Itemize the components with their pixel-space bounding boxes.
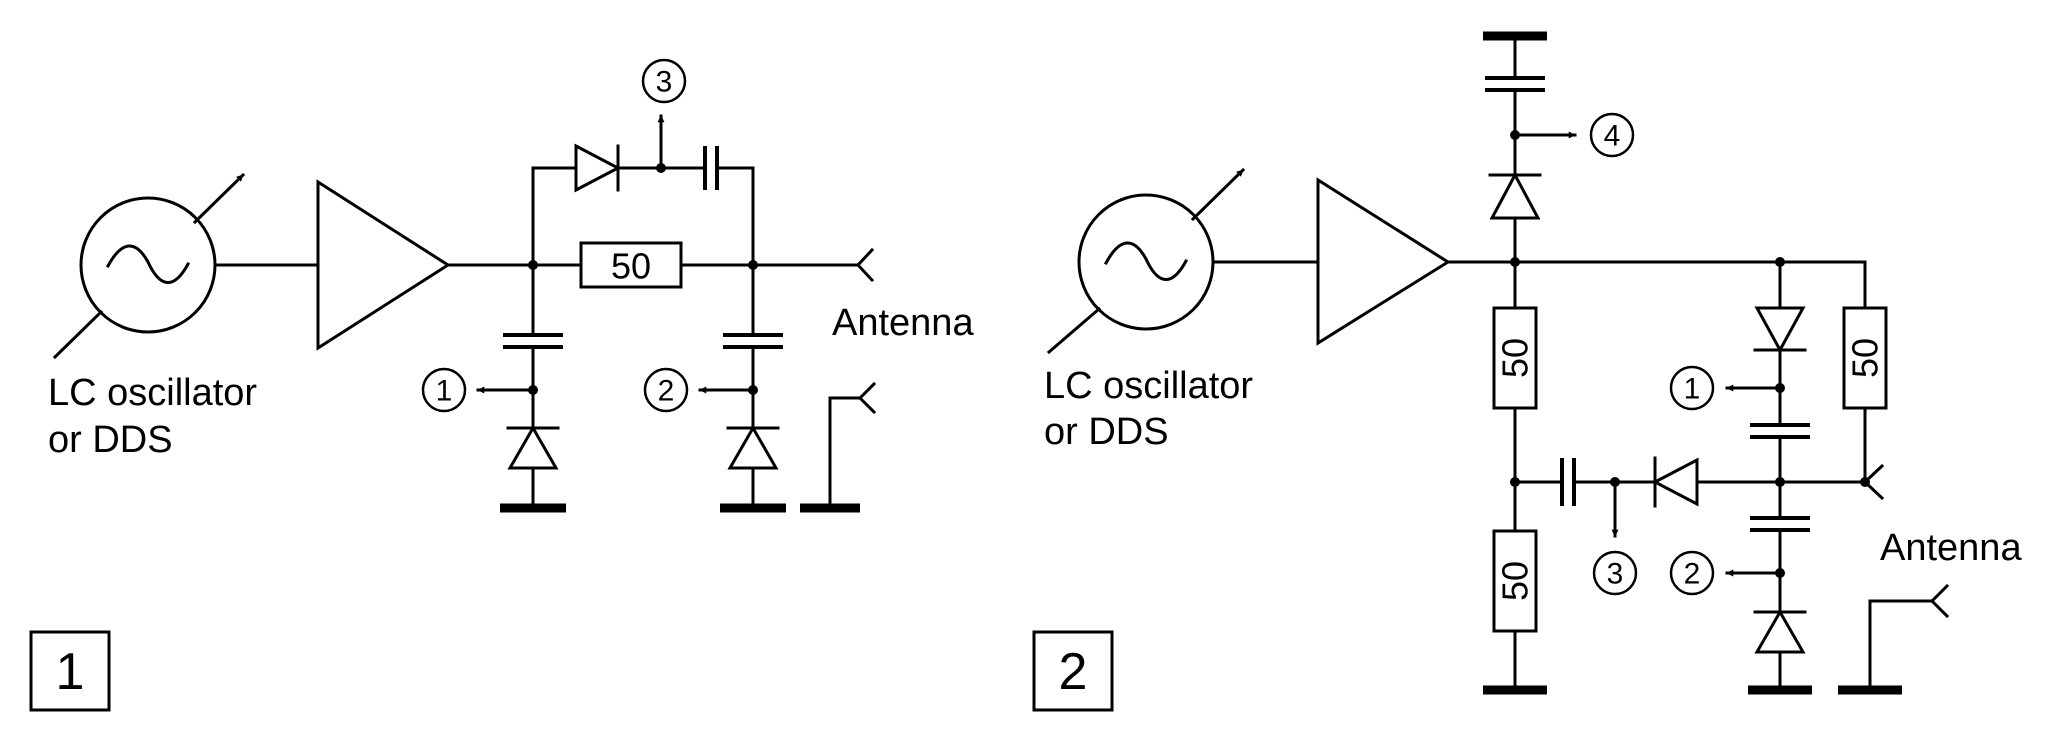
amplifier-symbol (316, 179, 451, 351)
resistor-50: 50 (579, 241, 683, 289)
test-point-2-marker (643, 367, 689, 413)
resistor-label: 50 (1495, 561, 1536, 601)
test-point-3-marker (641, 58, 687, 104)
panel-number-box (1032, 630, 1114, 712)
test-point-1-marker (421, 367, 467, 413)
test-point-label: 1 (436, 375, 453, 408)
capacitor (1560, 458, 1576, 506)
resistor-label: 50 (1495, 338, 1536, 378)
oscillator-label-line1: LC oscillator (1044, 365, 1253, 407)
resistor-label: 50 (1845, 338, 1886, 378)
oscillator-symbol (1046, 167, 1246, 355)
diode (1651, 456, 1699, 508)
oscillator-label-line2: or DDS (1044, 411, 1169, 453)
diode (506, 424, 560, 470)
resistor-50: 50 (1492, 529, 1538, 633)
test-point-label: 2 (658, 375, 675, 408)
figure-1-schematic: 50 3 (29, 58, 974, 712)
diode (1488, 171, 1542, 220)
test-point-label: 3 (656, 66, 673, 99)
oscillator-label-line1: LC oscillator (48, 372, 257, 414)
panel-number-box (29, 630, 111, 712)
amplifier-symbol (1316, 177, 1451, 346)
test-point-2-marker (1669, 550, 1715, 596)
resistor-label: 50 (611, 246, 651, 287)
panel-number: 1 (56, 643, 85, 701)
panel-number: 2 (1059, 643, 1088, 701)
diode (1753, 306, 1807, 354)
resistor-50: 50 (1842, 306, 1888, 410)
diode (574, 143, 622, 193)
test-point-label: 1 (1684, 373, 1701, 406)
test-point-3-marker (1592, 550, 1638, 596)
test-point-label: 4 (1604, 120, 1621, 153)
antenna-label: Antenna (832, 302, 974, 344)
test-point-label: 2 (1684, 558, 1701, 591)
test-point-1-marker (1669, 365, 1715, 411)
capacitor (703, 146, 719, 190)
resistor-50: 50 (1492, 306, 1538, 410)
figure-2-schematic: 4 50 50 3 (1032, 31, 2022, 712)
oscillator-label-line2: or DDS (48, 419, 173, 461)
diode (1753, 608, 1807, 654)
test-point-label: 3 (1607, 558, 1624, 591)
test-point-4-marker (1589, 112, 1635, 158)
diode (726, 424, 780, 470)
antenna-label: Antenna (1880, 527, 2022, 569)
